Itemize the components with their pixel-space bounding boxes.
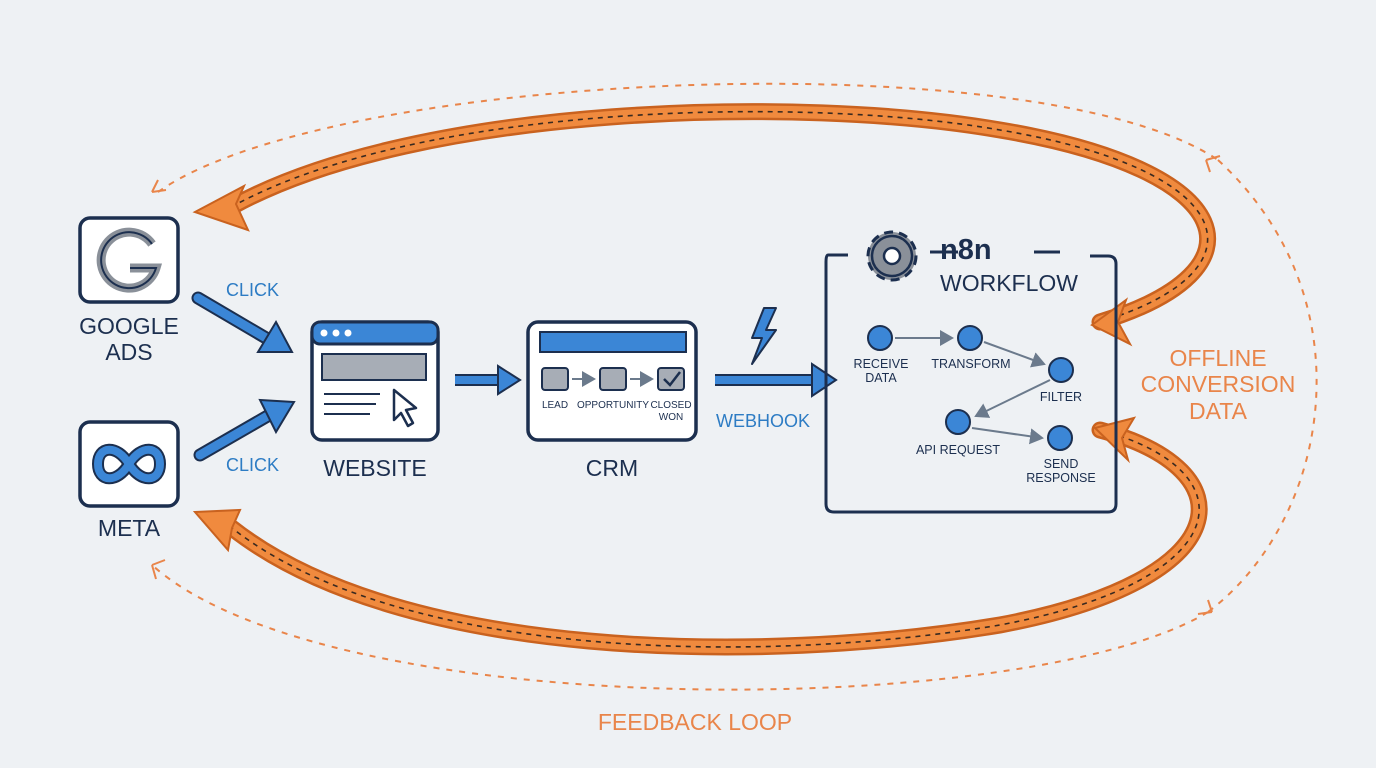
workflow-label-filter: FILTER xyxy=(1039,390,1083,404)
orange-return-arrow-bottom xyxy=(192,416,1208,656)
workflow-label-send-line2: RESPONSE xyxy=(1026,471,1096,486)
crm-label: CRM xyxy=(585,455,639,481)
google-ads-label: GOOGLE ADS xyxy=(76,313,182,366)
browser-window-icon xyxy=(310,320,440,428)
click-arrow-google xyxy=(191,291,294,353)
arrow-crm-to-n8n xyxy=(715,307,838,398)
meta-infinity-icon xyxy=(91,443,167,485)
workflow-node-receive xyxy=(867,325,893,351)
google-g-icon xyxy=(96,227,163,293)
workflow-label-api: API REQUEST xyxy=(915,443,1001,457)
offline-label-line1: OFFLINE xyxy=(1169,345,1267,371)
google-ads-label-line1: GOOGLE xyxy=(79,313,179,339)
meta-label: META xyxy=(97,515,161,541)
workflow-label-receive-line2: DATA xyxy=(865,371,897,386)
click-arrow-meta xyxy=(193,398,296,462)
website-node xyxy=(310,320,440,442)
workflow-label-receive-line1: RECEIVE xyxy=(853,357,909,371)
orange-return-arrow-top xyxy=(192,103,1216,347)
n8n-subtitle: WORKFLOW xyxy=(940,270,1078,296)
lightning-icon xyxy=(751,307,777,365)
offline-conversion-label: OFFLINE CONVERSION DATA xyxy=(1130,345,1306,424)
website-label: WEBSITE xyxy=(323,455,427,481)
workflow-node-transform xyxy=(957,325,983,351)
workflow-label-transform: TRANSFORM xyxy=(931,357,1011,371)
workflow-node-send xyxy=(1047,425,1073,451)
gear-icon xyxy=(866,230,918,282)
click-label-top: CLICK xyxy=(226,280,280,300)
arrow-website-to-crm xyxy=(455,364,522,396)
crm-stage-closed-won: CLOSED WON xyxy=(649,400,693,423)
webhook-label: WEBHOOK xyxy=(716,411,811,431)
workflow-node-api xyxy=(945,409,971,435)
offline-label-line3: DATA xyxy=(1189,397,1247,424)
crm-stage-opportunity: OPPORTUNITY xyxy=(576,400,650,411)
crm-stage-closed-won-line1: CLOSED xyxy=(650,400,692,411)
click-label-bottom: CLICK xyxy=(226,455,280,475)
n8n-workflow-box xyxy=(824,230,1118,514)
checkmark-icon xyxy=(663,371,681,387)
google-ads-label-line2: ADS xyxy=(105,339,153,366)
workflow-label-receive: RECEIVE DATA xyxy=(846,357,916,386)
feedback-loop-label: FEEDBACK LOOP xyxy=(597,709,793,735)
workflow-label-send-line1: SEND xyxy=(1043,457,1079,471)
meta-node xyxy=(78,420,180,508)
workflow-label-send: SEND RESPONSE xyxy=(1020,457,1102,486)
offline-label-line2: CONVERSION xyxy=(1140,371,1296,398)
crm-stage-closed-won-line2: WON xyxy=(658,411,684,423)
feedback-loop-dashed-outline xyxy=(151,82,1318,691)
crm-node xyxy=(526,320,698,442)
crm-stage-lead: LEAD xyxy=(541,400,569,411)
n8n-title: n8n xyxy=(940,234,992,266)
google-ads-node xyxy=(78,216,180,304)
workflow-node-filter xyxy=(1048,357,1074,383)
